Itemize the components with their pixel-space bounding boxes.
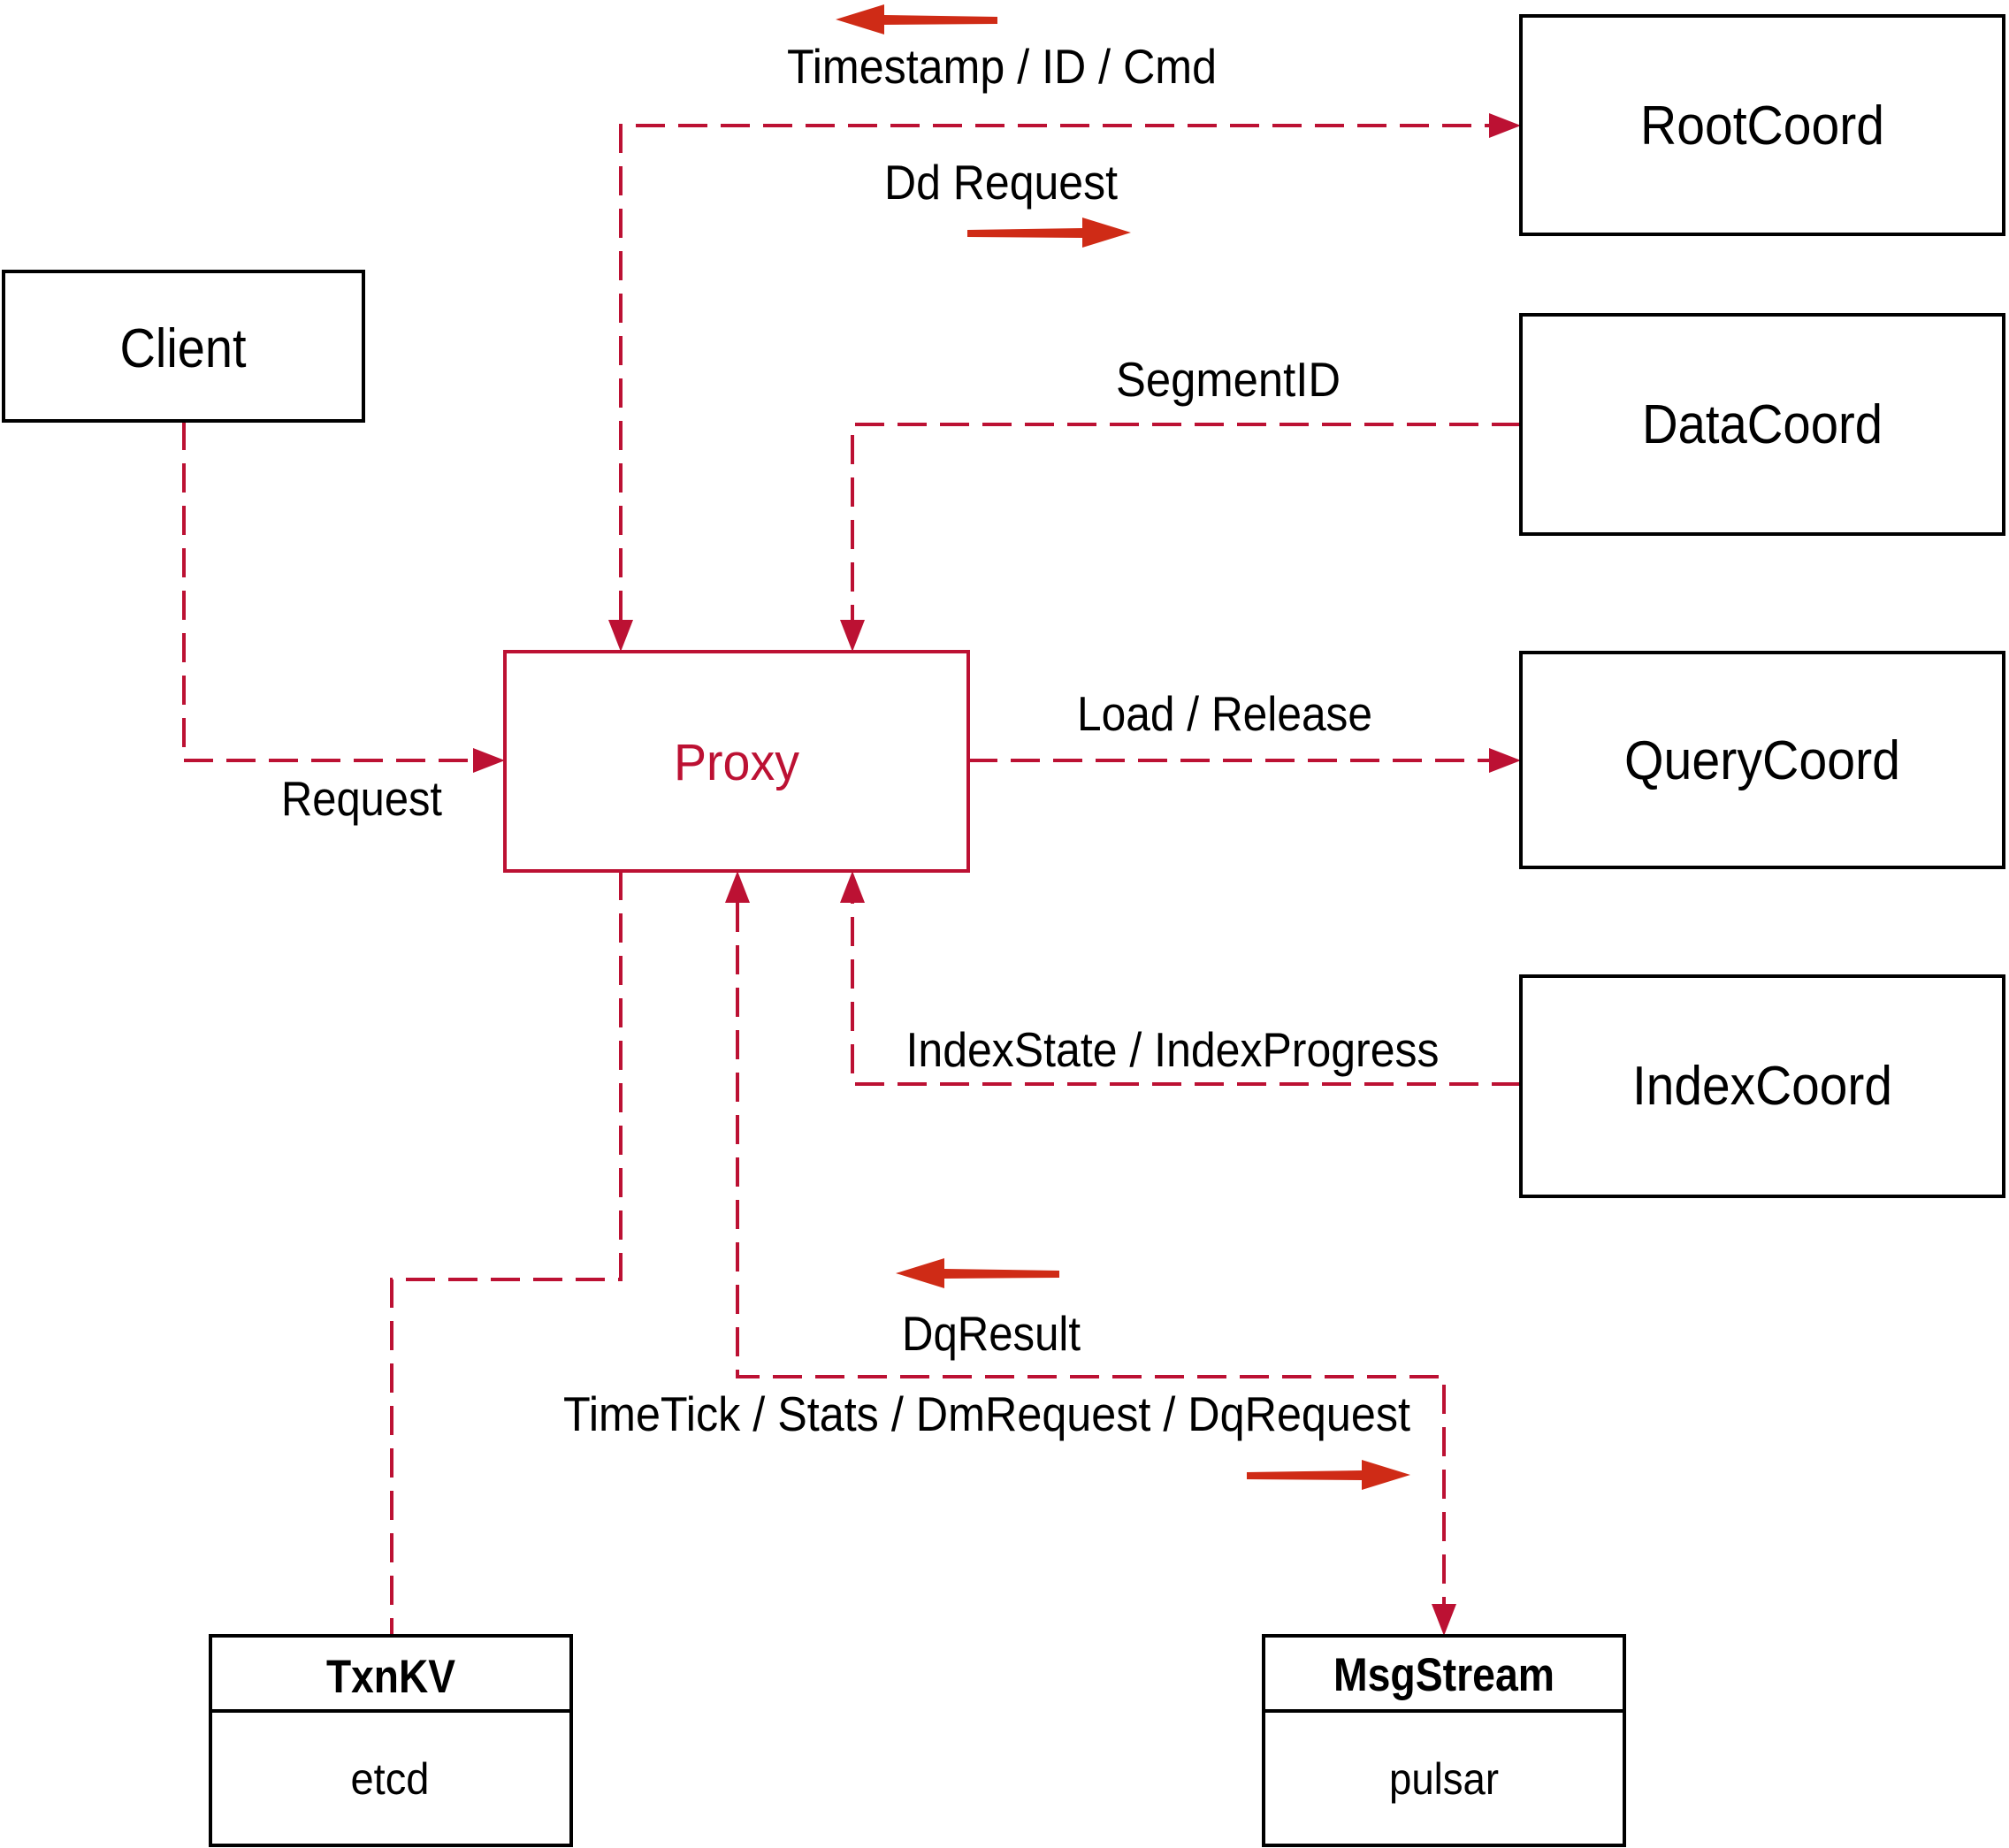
svg-text:DqResult: DqResult bbox=[902, 1306, 1081, 1361]
svg-text:IndexCoord: IndexCoord bbox=[1632, 1056, 1892, 1117]
svg-text:TimeTick / Stats / DmRequest /: TimeTick / Stats / DmRequest / DqRequest bbox=[563, 1386, 1410, 1441]
svg-text:IndexState / IndexProgress: IndexState / IndexProgress bbox=[906, 1022, 1440, 1077]
svg-text:pulsar: pulsar bbox=[1389, 1754, 1499, 1804]
svg-text:etcd: etcd bbox=[351, 1754, 430, 1804]
svg-text:MsgStream: MsgStream bbox=[1333, 1649, 1554, 1701]
svg-text:Request: Request bbox=[281, 771, 442, 826]
svg-text:Timestamp / ID / Cmd: Timestamp / ID / Cmd bbox=[787, 39, 1217, 94]
svg-text:QueryCoord: QueryCoord bbox=[1624, 730, 1900, 791]
svg-text:TxnKV: TxnKV bbox=[326, 1651, 455, 1703]
svg-text:Proxy: Proxy bbox=[674, 734, 799, 791]
svg-text:DataCoord: DataCoord bbox=[1642, 394, 1883, 455]
svg-text:Load / Release: Load / Release bbox=[1077, 686, 1372, 741]
svg-text:RootCoord: RootCoord bbox=[1640, 95, 1884, 157]
svg-text:Client: Client bbox=[120, 318, 247, 379]
svg-text:Dd Request: Dd Request bbox=[884, 155, 1118, 210]
svg-text:SegmentID: SegmentID bbox=[1116, 352, 1341, 407]
